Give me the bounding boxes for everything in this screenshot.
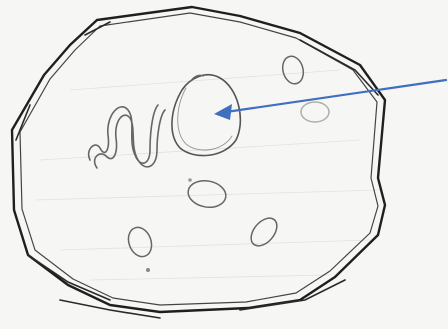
small-granule xyxy=(188,178,192,182)
small-granule xyxy=(146,268,150,272)
